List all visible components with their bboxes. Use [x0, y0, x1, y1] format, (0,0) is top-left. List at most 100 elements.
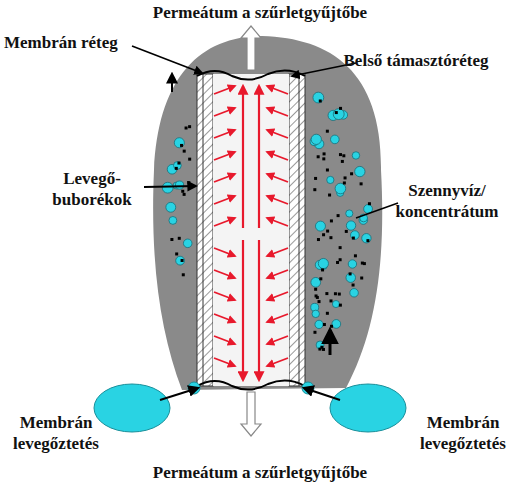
- flow-arrow: [242, 240, 244, 380]
- air-bubble: [188, 382, 200, 394]
- flow-arrow: [267, 108, 288, 116]
- solid-particle: [337, 214, 340, 217]
- aeration-label: Membrán levegőztetés: [4, 412, 108, 454]
- solid-particle: [314, 177, 317, 180]
- solid-particle: [317, 155, 320, 158]
- air-bubble: [346, 273, 355, 282]
- solid-particle: [326, 168, 329, 171]
- solid-particle: [170, 238, 173, 241]
- solid-particle: [343, 181, 346, 184]
- solid-particle: [183, 150, 186, 153]
- air-bubble: [318, 258, 328, 268]
- solid-particle: [313, 188, 316, 191]
- solid-particle: [326, 312, 329, 315]
- flow-arrow: [214, 336, 235, 344]
- air-bubble: [302, 382, 314, 394]
- air-bubble: [311, 134, 321, 144]
- flow-arrow: [267, 270, 288, 278]
- solid-particle: [183, 193, 186, 196]
- flow-arrow: [267, 314, 288, 322]
- solid-particle: [175, 252, 178, 255]
- repeated-strokes: [162, 86, 372, 380]
- flow-arrow: [267, 248, 288, 256]
- solid-particle: [339, 107, 342, 110]
- flow-arrow: [214, 196, 235, 204]
- solid-particle: [335, 111, 338, 114]
- solid-particle: [326, 130, 329, 133]
- solid-particle: [366, 239, 369, 242]
- air-bubble: [351, 231, 360, 240]
- aeration-bubble: [94, 384, 170, 432]
- flow-arrow: [214, 152, 235, 160]
- air-bubble: [315, 320, 323, 328]
- solid-particle: [314, 288, 317, 291]
- solid-particle: [350, 172, 353, 175]
- solid-particle: [368, 202, 371, 205]
- solid-particle: [349, 272, 352, 275]
- solid-particle: [334, 292, 337, 295]
- air-bubble: [175, 181, 183, 189]
- flow-arrow: [214, 218, 235, 226]
- solid-particle: [187, 181, 190, 184]
- solid-particle: [342, 154, 345, 157]
- solid-particle: [313, 331, 316, 334]
- leader-arrow: [144, 186, 196, 187]
- leader-line: [356, 203, 398, 218]
- solid-particle: [185, 126, 188, 129]
- air-bubble: [166, 202, 176, 212]
- solid-particle: [177, 162, 180, 165]
- permeate-label: Permeátum a szűrletgyűjtőbe: [0, 2, 520, 23]
- solid-particle: [339, 153, 342, 156]
- air-bubble: [311, 277, 321, 287]
- air-bubble: [348, 260, 356, 268]
- support-layer-line: [299, 74, 300, 386]
- solid-particle: [321, 268, 324, 271]
- permeate-arrow: [241, 26, 261, 70]
- flow-arrow: [214, 108, 235, 116]
- flow-arrow: [267, 152, 288, 160]
- air-bubble: [346, 210, 353, 217]
- flow-arrow: [267, 130, 288, 138]
- flow-arrow: [242, 86, 244, 228]
- membrane-label: Membrán réteg: [4, 32, 134, 53]
- solid-particle: [182, 273, 185, 276]
- solid-particle: [339, 258, 342, 261]
- flow-arrow: [214, 130, 235, 138]
- flow-arrow: [258, 86, 260, 228]
- air-bubble: [327, 176, 334, 183]
- solid-particle: [354, 254, 357, 257]
- flow-arrow: [171, 74, 173, 92]
- solid-particle: [181, 259, 184, 262]
- flow-arrow: [214, 86, 235, 94]
- solid-particle: [188, 125, 191, 128]
- air-bubble: [346, 221, 355, 230]
- air-bubble: [332, 300, 339, 307]
- solid-particle: [339, 246, 342, 249]
- flow-arrow: [214, 270, 235, 278]
- air-bubble: [350, 289, 358, 297]
- flow-arrow: [267, 336, 288, 344]
- flow-arrow: [267, 218, 288, 226]
- solid-particle: [326, 230, 329, 233]
- solid-particle: [363, 262, 366, 265]
- flow-arrow: [329, 330, 332, 355]
- solid-particle: [329, 299, 332, 302]
- air-bubble: [174, 138, 184, 148]
- membrane-wall: [197, 74, 213, 386]
- tube-cap: [197, 380, 305, 389]
- solid-particle: [329, 236, 332, 239]
- air-bubble: [174, 162, 182, 170]
- permeate-arrow: [241, 392, 261, 436]
- air-bubble: [335, 183, 346, 194]
- solid-particle: [323, 323, 326, 326]
- air-bubble: [331, 135, 340, 144]
- permeate-channel: [213, 74, 289, 386]
- flow-arrow: [267, 292, 288, 300]
- solid-particle: [317, 238, 320, 241]
- flow-arrow: [214, 248, 235, 256]
- air-bubble: [162, 182, 173, 193]
- flow-arrow: [267, 196, 288, 204]
- solid-particle: [319, 99, 322, 102]
- leader-arrow: [132, 46, 202, 73]
- air-bubble: [332, 320, 341, 329]
